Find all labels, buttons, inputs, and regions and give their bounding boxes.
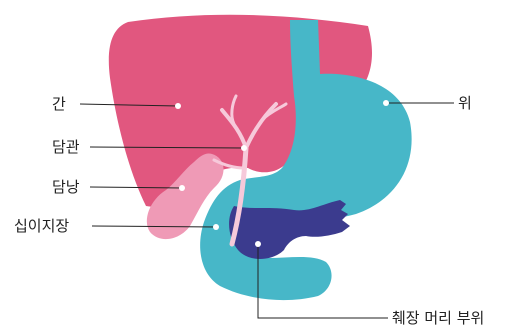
label-duodenum: 십이지장 [14,217,69,235]
label-pancreas-head: 췌장 머리 부위 [392,309,484,327]
dot-gallbladder [179,185,185,191]
dot-stomach [383,100,389,106]
dot-bile-duct [241,145,247,151]
leader-duodenum [92,226,216,227]
dot-pancreas [255,241,261,247]
label-bile-duct: 담관 [52,138,80,156]
label-gallbladder: 담낭 [52,178,80,196]
label-stomach: 위 [458,94,472,112]
dot-liver [175,103,181,109]
dot-duodenum [213,224,219,230]
label-liver: 간 [52,95,66,113]
